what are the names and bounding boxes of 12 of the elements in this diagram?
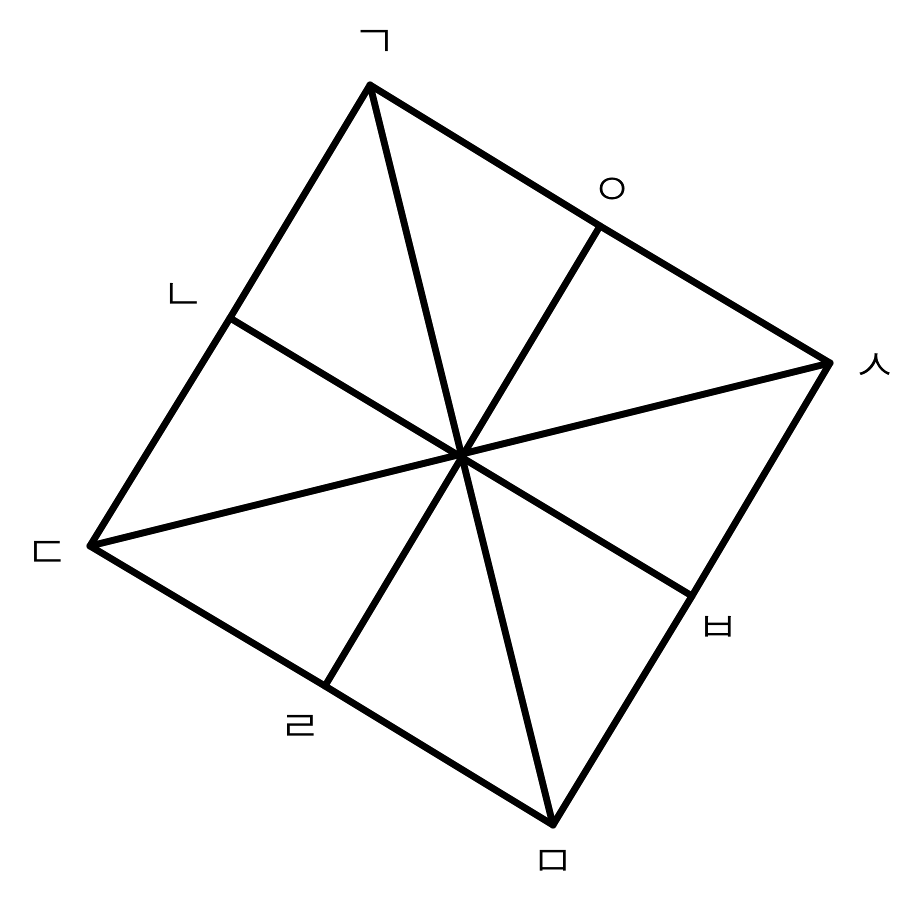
point-label: ㄴ [161, 273, 205, 317]
point-label: ㅅ [853, 344, 897, 388]
point-label: ㅁ [531, 840, 575, 884]
point-label: ㄹ [278, 705, 322, 749]
line-segment [366, 82, 556, 828]
line-segment [322, 222, 604, 690]
point-label: ㅂ [696, 606, 740, 650]
line-segment [86, 360, 834, 550]
point-label: ㄷ [26, 531, 70, 575]
line-segment [226, 314, 696, 600]
point-label: ㅇ [590, 168, 634, 212]
point-label: ㄱ [353, 20, 397, 64]
